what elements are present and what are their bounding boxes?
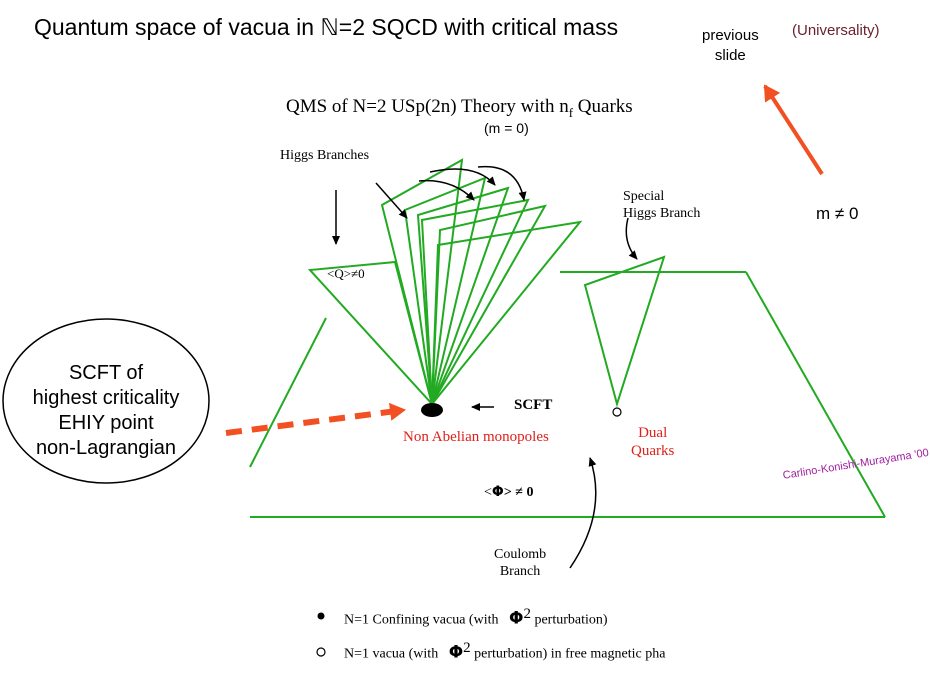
phi-vev-rest: > ≠ 0 — [503, 485, 534, 500]
non-abelian-monopoles-label: Non Abelian monopoles — [403, 429, 549, 445]
legend-2-post: perturbation) in free magnetic pha — [470, 646, 666, 662]
q-vev-label: <Q>≠0 — [327, 266, 365, 281]
mass-nonzero-label: m ≠ 0 — [816, 204, 859, 223]
diagram-title: QMS of N=2 USp(2n) Theory with nf Quarks — [286, 96, 633, 121]
dual-quarks-label: Dual Quarks — [631, 424, 674, 460]
special-higgs-label: Special Higgs Branch — [623, 188, 700, 222]
legend-1-phi: Φ — [508, 608, 524, 629]
legend-2-text: N=1 vacua (with — [344, 646, 439, 662]
previous-slide-label-2: slide — [714, 47, 746, 64]
open-dot-legend-icon — [316, 647, 326, 657]
mass-zero-note: (m = 0) — [484, 120, 529, 136]
diagram-title-subscript: f — [568, 104, 574, 120]
scft-bubble-text: SCFT of highest criticality EHIY point n… — [6, 361, 206, 461]
coulomb-line-1: Coulomb — [494, 547, 547, 562]
bubble-line-4: non-Lagrangian — [35, 437, 177, 459]
legend-item-confining: N=1 Confining vacua (with Φ2 perturbatio… — [344, 606, 608, 629]
diagram-title-main: QMS of N=2 USp(2n) Theory with n — [286, 96, 569, 117]
slide-title: Quantum space of vacua in ℕ=2 SQCD with … — [34, 14, 619, 40]
scft-vacuum-dot — [421, 403, 443, 417]
dual-quarks-line-1: Dual — [638, 425, 668, 441]
dual-quarks-line-2: Quarks — [631, 443, 675, 459]
legend-1-post: perturbation) — [530, 612, 608, 628]
scft-label: SCFT — [514, 397, 553, 413]
special-higgs-line-1: Special — [623, 189, 665, 204]
previous-slide-link[interactable]: previous slide — [702, 26, 759, 66]
annotation-arrows — [332, 165, 638, 569]
diagram-title-end: Quarks — [573, 96, 633, 117]
legend-2-phi: Φ — [448, 642, 464, 663]
special-higgs-branch — [583, 255, 666, 408]
filled-dot-legend-icon — [317, 612, 325, 620]
higgs-branches-label: Higgs Branches — [280, 148, 370, 163]
universality-note: (Universality) — [792, 22, 880, 39]
bubble-line-2: highest criticality — [32, 387, 180, 409]
legend-item-free-magnetic: N=1 vacua (with Φ2 perturbation) in free… — [344, 640, 665, 663]
special-higgs-line-2: Higgs Branch — [623, 206, 701, 221]
phi-vev-label: <Φ> ≠ 0 — [484, 484, 533, 501]
coulomb-branch-label: Coulomb Branch — [494, 546, 546, 580]
higgs-branches-fan — [307, 158, 583, 407]
scft-bubble — [2, 318, 210, 484]
coulomb-line-2: Branch — [499, 564, 541, 579]
legend-1-text: N=1 Confining vacua (with — [344, 612, 499, 628]
arrow-to-previous-slide — [763, 84, 824, 176]
bubble-line-3: EHIY point — [58, 412, 154, 434]
dashed-arrow-to-scft — [225, 402, 406, 436]
phi-symbol: Φ — [491, 484, 504, 500]
dual-quark-vacuum-dot — [612, 407, 622, 417]
phi-vev-open: < — [484, 485, 492, 500]
coulomb-branch-plane — [249, 271, 886, 518]
legend-2-exp: 2 — [463, 640, 471, 656]
previous-slide-label-1: previous — [702, 27, 759, 44]
legend-1-exp: 2 — [523, 606, 531, 622]
bubble-line-1: SCFT of — [68, 362, 144, 384]
